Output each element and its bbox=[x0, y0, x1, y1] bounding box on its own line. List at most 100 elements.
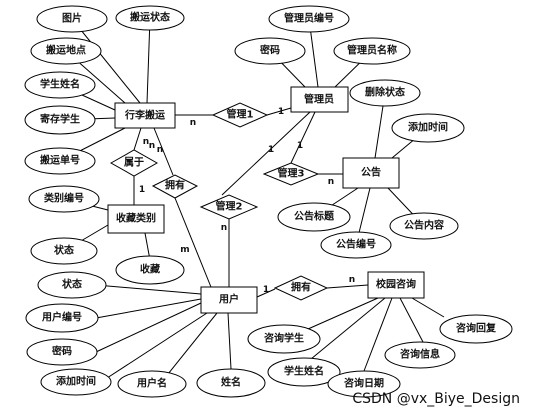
line-user-no bbox=[95, 298, 202, 319]
rel-owns-left: 拥有 bbox=[165, 179, 185, 192]
attr-inquiry-info: 咨询信息 bbox=[400, 348, 440, 361]
attr-category-no: 类别编号 bbox=[44, 192, 84, 205]
attr-ellipse-user-username bbox=[117, 370, 187, 398]
attr-ellipse-admin-no bbox=[268, 5, 350, 33]
attr-ellipse-luggage-image bbox=[36, 5, 108, 33]
attr-ellipse-luggage-order-no bbox=[24, 147, 96, 175]
attr-admin-no: 管理员编号 bbox=[284, 12, 334, 25]
card-luggage-manage1: n bbox=[190, 118, 196, 128]
line-owns-inquiry bbox=[326, 284, 369, 289]
attr-user-name: 姓名 bbox=[220, 376, 241, 389]
card-admin-manage2: 1 bbox=[268, 145, 274, 155]
card-luggage-belongs-2: n bbox=[149, 141, 155, 151]
attr-user-no: 用户编号 bbox=[41, 311, 82, 324]
attribute-shapes bbox=[24, 5, 513, 398]
attr-user-username: 用户名 bbox=[136, 377, 167, 390]
relationship-shapes bbox=[109, 102, 329, 301]
rel-owns-right: 拥有 bbox=[291, 281, 311, 294]
card-luggage-owns: n bbox=[157, 145, 163, 155]
attr-ellipse-luggage-storage-student bbox=[24, 105, 96, 135]
attr-ellipse-user-no bbox=[25, 303, 99, 333]
attr-inquiry-student-name: 学生姓名 bbox=[284, 365, 324, 378]
line-user-owns bbox=[256, 288, 276, 298]
attr-ellipse-luggage-location bbox=[30, 37, 102, 65]
attr-notice-add-time: 添加时间 bbox=[408, 121, 448, 134]
attr-ellipse-notice-delete-status bbox=[349, 79, 421, 107]
line-user-add-time bbox=[103, 312, 208, 381]
entity-admin: 管理员 bbox=[304, 93, 334, 106]
attr-ellipse-luggage-student-name bbox=[24, 71, 96, 99]
card-user-owns-left: m bbox=[180, 245, 189, 255]
attr-luggage-storage-student: 寄存学生 bbox=[40, 113, 80, 126]
rel-belongs: 属于 bbox=[124, 157, 144, 169]
attr-ellipse-notice-content bbox=[389, 212, 459, 240]
line-inquiry-student bbox=[298, 297, 379, 334]
line-admin-manage2 bbox=[221, 111, 311, 196]
rel-manage1: 管理1 bbox=[227, 108, 254, 121]
attr-inquiry-date: 咨询日期 bbox=[344, 377, 384, 390]
line-user-username bbox=[159, 312, 218, 385]
attr-user-password: 密码 bbox=[52, 345, 72, 358]
attr-ellipse-user-password bbox=[26, 338, 98, 366]
attr-luggage-location: 搬运地点 bbox=[46, 44, 86, 57]
attr-ellipse-inquiry-student-name bbox=[267, 357, 341, 387]
attr-ellipse-admin-password bbox=[234, 37, 306, 65]
entity-rect-campus-inquiry bbox=[367, 271, 425, 299]
entity-rect-category bbox=[107, 204, 165, 234]
entity-notice: 公告 bbox=[361, 166, 381, 179]
attr-ellipse-notice-add-time bbox=[391, 113, 465, 143]
attr-ellipse-luggage-status bbox=[115, 5, 185, 31]
line-inquiry-date bbox=[363, 297, 393, 372]
attr-notice-title: 公告标题 bbox=[294, 210, 335, 223]
line-category-collect bbox=[144, 232, 151, 261]
entity-rect-user bbox=[200, 286, 258, 314]
entity-rect-luggage bbox=[114, 102, 176, 129]
line-inquiry-info bbox=[399, 297, 424, 343]
line-owns-user bbox=[174, 197, 214, 293]
attr-notice-content: 公告内容 bbox=[404, 219, 444, 232]
attr-luggage-student-name: 学生姓名 bbox=[40, 78, 80, 91]
attr-ellipse-user-add-time bbox=[40, 368, 112, 396]
attr-ellipse-category-no bbox=[28, 185, 100, 213]
rel-manage3: 管理3 bbox=[278, 167, 305, 180]
attr-ellipse-inquiry-date bbox=[327, 370, 401, 398]
line-user-name bbox=[227, 312, 232, 370]
attr-luggage-image: 图片 bbox=[62, 12, 82, 25]
attr-ellipse-notice-no bbox=[320, 231, 392, 259]
line-manage1-admin bbox=[266, 107, 292, 116]
rel-diamond-manage1 bbox=[211, 102, 269, 128]
line-luggage-belongs bbox=[133, 127, 142, 151]
attr-admin-password: 密码 bbox=[260, 44, 280, 57]
entity-shapes bbox=[107, 86, 425, 314]
card-user-manage2: n bbox=[221, 223, 227, 233]
entity-campus-inquiry: 校园咨询 bbox=[376, 278, 416, 291]
entity-user: 用户 bbox=[218, 293, 239, 306]
card-category-belongs: 1 bbox=[139, 185, 145, 195]
rel-diamond-manage2 bbox=[199, 194, 259, 220]
attr-notice-no: 公告编号 bbox=[336, 238, 376, 251]
line-luggage-image bbox=[71, 18, 141, 104]
attr-ellipse-admin-name bbox=[333, 37, 411, 65]
line-user-password bbox=[95, 302, 202, 353]
attr-ellipse-inquiry-student bbox=[247, 324, 321, 354]
attr-ellipse-inquiry-info bbox=[384, 341, 456, 369]
card-inquiry-owns-right: n bbox=[349, 275, 355, 285]
rel-diamond-manage3 bbox=[262, 162, 320, 186]
line-luggage-owns bbox=[153, 127, 174, 176]
entity-luggage: 行李搬运 bbox=[124, 109, 165, 122]
rel-diamond-owns-right bbox=[273, 275, 329, 301]
line-admin-manage3 bbox=[290, 111, 316, 164]
attr-notice-delete-status: 删除状态 bbox=[365, 86, 405, 99]
attr-category-collect: 收藏 bbox=[140, 263, 160, 276]
attr-ellipse-category-collect bbox=[115, 255, 185, 285]
attr-inquiry-reply: 咨询回复 bbox=[456, 322, 497, 335]
card-notice-manage3: n bbox=[328, 177, 334, 187]
card-luggage-belongs-1: n bbox=[143, 137, 149, 147]
attr-ellipse-category-status bbox=[30, 237, 98, 265]
entity-rect-admin bbox=[290, 86, 349, 113]
card-admin-manage3: 1 bbox=[297, 141, 303, 151]
attr-ellipse-inquiry-reply bbox=[439, 314, 513, 344]
card-user-owns-right: 1 bbox=[263, 285, 269, 295]
line-user-status bbox=[95, 284, 202, 295]
